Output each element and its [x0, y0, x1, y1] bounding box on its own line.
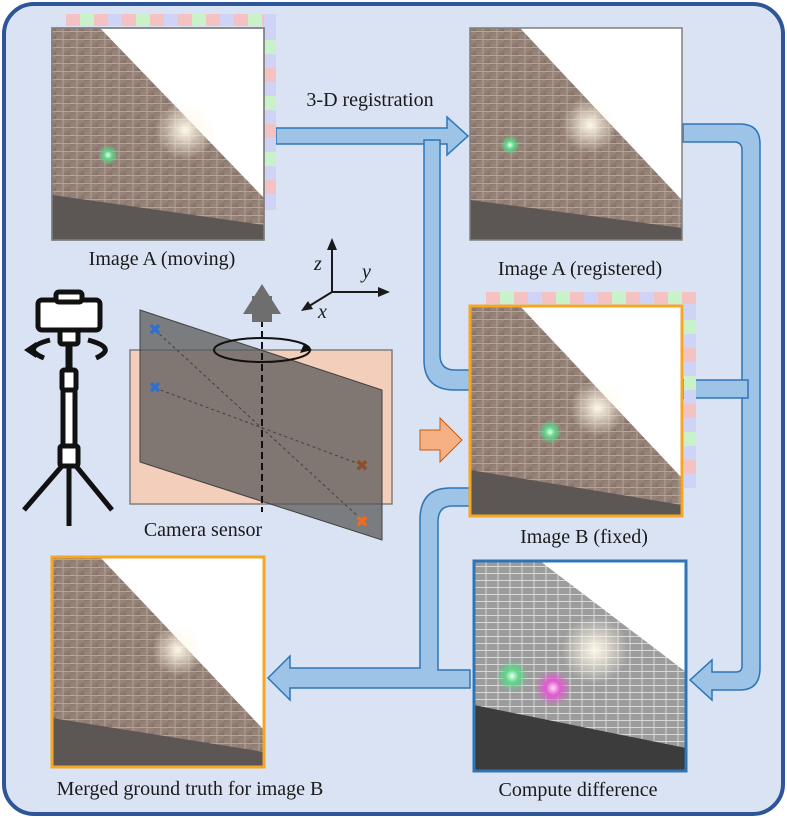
svg-text:✖: ✖ — [148, 378, 161, 397]
camera-sensor-label: Camera sensor — [144, 519, 263, 541]
svg-text:✖: ✖ — [355, 512, 368, 531]
registered-to-difference-arrow — [682, 123, 761, 702]
image-a-registered — [469, 27, 683, 241]
image-a-moving — [51, 14, 276, 241]
sensor-to-fixed-arrow — [419, 416, 463, 464]
svg-text:✖: ✖ — [355, 456, 368, 475]
registration-arrow — [275, 115, 470, 157]
image-a-moving-label: Image A (moving) — [89, 248, 236, 270]
image-b-fixed — [468, 292, 696, 518]
image-b-fixed-label: Image B (fixed) — [520, 526, 648, 548]
color-strip-b — [486, 292, 696, 488]
merged-label: Merged ground truth for image B — [57, 778, 324, 800]
tripod-phone-icon — [22, 289, 114, 526]
camera-sensor: ✖ ✖ ✖ ✖ — [129, 284, 393, 541]
axis-y-label: y — [360, 261, 371, 283]
svg-text:✖: ✖ — [148, 320, 161, 339]
registration-label: 3-D registration — [306, 89, 433, 111]
compute-difference-label: Compute difference — [498, 779, 657, 801]
merged-ground-truth-image — [50, 555, 266, 769]
color-strip-a — [66, 14, 276, 210]
coordinate-axes: z y x — [301, 238, 390, 323]
flow-arrows — [266, 115, 761, 702]
axis-x-label: x — [317, 301, 327, 323]
image-a-registered-label: Image A (registered) — [498, 258, 662, 280]
fixed-to-merged-arrow — [266, 487, 471, 702]
difference-image — [472, 559, 688, 773]
axis-z-label: z — [313, 253, 322, 275]
